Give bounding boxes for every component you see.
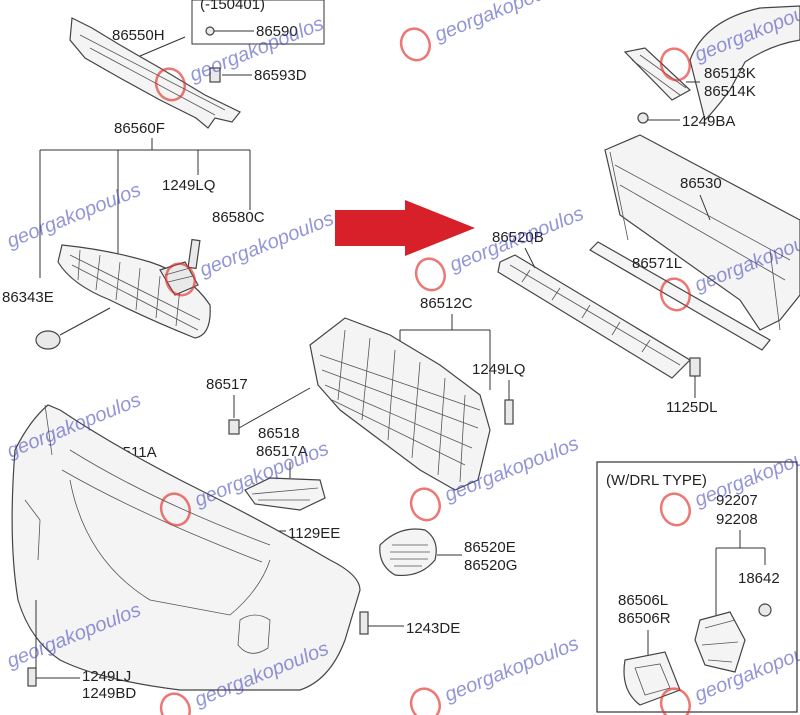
watermark-logo-icon: [159, 692, 191, 715]
clip-86517: [228, 419, 240, 435]
label-86513K: 86513K: [704, 65, 756, 82]
fog-cover-86520E: [379, 528, 437, 577]
label-86520E: 86520E: [464, 539, 516, 556]
label-1129EE: 1129EE: [288, 525, 340, 542]
upper-bracket-86550H: [69, 17, 241, 129]
upper-grille-86560F: [57, 244, 211, 339]
lower-grille-86512C: [309, 317, 491, 491]
back-beam-86530: [604, 134, 800, 331]
watermark-logo-icon: [659, 277, 691, 312]
clip-86593D: [209, 67, 221, 83]
label-1125DL: 1125DL: [666, 399, 717, 416]
label-1249LQ-a: 1249LQ: [162, 177, 215, 194]
watermark-text-1: georgakopoulos: [432, 0, 572, 46]
label-86506L: 86506L: [618, 592, 668, 609]
watermark-logo-icon: [659, 47, 691, 82]
label-86506R: 86506R: [618, 610, 671, 627]
drl-bezel-86506L: [623, 651, 681, 706]
label-86517A: 86517A: [256, 443, 308, 460]
watermark-logo-icon: [154, 67, 186, 102]
emblem-86343E: [35, 330, 61, 350]
watermark-logo-icon: [409, 487, 441, 522]
label-18642: 18642: [738, 570, 780, 587]
drl-lamp-92207: [694, 611, 746, 673]
watermark-logo-icon: [164, 262, 196, 297]
label-1249LJ: 1249LJ: [82, 668, 131, 685]
label-86590: 86590: [256, 23, 298, 40]
fender-liner: [689, 5, 800, 122]
screw-1249LQ-b: [504, 399, 514, 425]
label-86520G: 86520G: [464, 557, 517, 574]
label-1249BA: 1249BA: [682, 113, 735, 130]
watermark-logo-icon: [659, 492, 691, 527]
watermark-logo-icon: [414, 257, 446, 292]
label-86571L: 86571L: [632, 255, 682, 272]
label-86512C: 86512C: [420, 295, 473, 312]
label-86514K: 86514K: [704, 83, 756, 100]
screw-1249BA: [637, 112, 649, 124]
label-86550H: 86550H: [112, 27, 165, 44]
label-1243DE: 1243DE: [406, 620, 460, 637]
clip-86590: [205, 26, 215, 36]
screw-1249LJ: [27, 667, 37, 687]
label-1249LQ-b: 1249LQ: [472, 361, 525, 378]
drl-box-title: (W/DRL TYPE): [606, 472, 707, 489]
bumper-cover-86511A: [11, 404, 361, 691]
watermark-text-14: georgakopoulos: [442, 633, 582, 707]
watermark-logo-icon: [659, 687, 691, 715]
label-92207: 92207: [716, 492, 758, 509]
screw-1243DE: [359, 611, 369, 635]
label-86518: 86518: [258, 425, 300, 442]
screw-1249LQ-a: [187, 238, 201, 270]
energy-absorber-86520B: [497, 254, 691, 379]
label-86530: 86530: [680, 175, 722, 192]
drl-type-box: [596, 461, 798, 713]
label-86593D: 86593D: [254, 67, 307, 84]
clip-18642: [758, 603, 772, 617]
side-bracket-86513K: [623, 47, 692, 101]
label-1249BD: 1249BD: [82, 685, 136, 702]
label-92208: 92208: [716, 511, 758, 528]
watermark-logo-icon: [409, 687, 441, 715]
screw-1125DL: [689, 357, 701, 377]
right-arrow-icon: [335, 200, 475, 256]
label-86580C: 86580C: [212, 209, 265, 226]
bracket-86518: [244, 477, 326, 511]
label-86517: 86517: [206, 376, 248, 393]
label-150401: (-150401): [200, 0, 265, 13]
label-86343E: 86343E: [2, 289, 54, 306]
support-rod-86571L: [589, 241, 771, 351]
watermark-text-4: georgakopoulos: [4, 179, 144, 253]
callout-box-top: [191, 0, 325, 45]
watermark-logo-icon: [399, 27, 431, 62]
label-86520B: 86520B: [492, 229, 544, 246]
watermark-logo-icon: [159, 492, 191, 527]
label-86560F: 86560F: [114, 120, 165, 137]
